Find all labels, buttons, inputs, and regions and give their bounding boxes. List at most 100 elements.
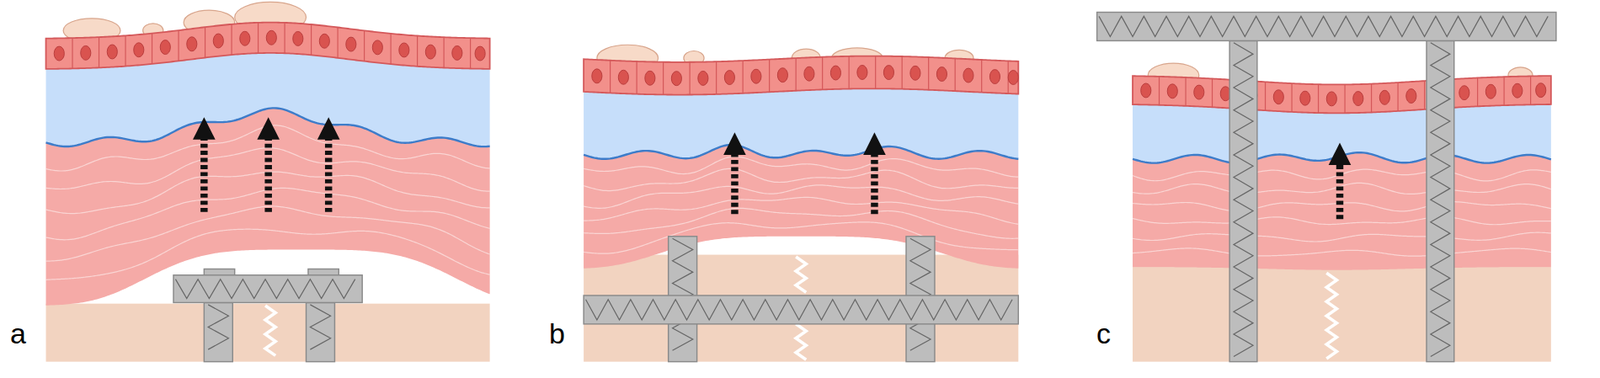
cell-border: [1290, 83, 1292, 112]
growth-arrow-shaft: [730, 153, 738, 215]
bone-layer: [1132, 266, 1552, 363]
cell-border: [1477, 77, 1478, 107]
cell-nucleus: [106, 44, 118, 59]
bone-layer: [46, 304, 491, 363]
cell-border: [1264, 81, 1266, 111]
cell-border: [1503, 76, 1504, 106]
cell-border: [257, 22, 259, 54]
cell-nucleus: [399, 42, 410, 58]
tissue-fiber: [46, 206, 491, 262]
basement-membrane: [583, 144, 1019, 160]
tissue-fiber: [1132, 232, 1552, 242]
cell-border: [1424, 80, 1425, 110]
epithelium-band: [46, 22, 491, 70]
cell-nucleus: [777, 68, 788, 83]
cell-border: [98, 37, 100, 68]
cell-border: [310, 24, 312, 55]
lamina-propria: [583, 87, 1019, 160]
cell-nucleus: [1194, 85, 1205, 100]
cell-border: [177, 30, 179, 61]
cell-nucleus: [989, 69, 1000, 85]
implant-part: [1426, 40, 1455, 362]
cell-border: [954, 58, 956, 91]
cell-nucleus: [1300, 90, 1311, 106]
cell-border: [928, 57, 929, 91]
bone-fracture: [795, 256, 806, 293]
panel-illustration: [46, 1, 491, 362]
tissue-fiber: [583, 185, 1019, 208]
implant-part: [1229, 40, 1258, 362]
cell-border: [609, 60, 611, 94]
tissue-fiber: [583, 208, 1019, 239]
cell-nucleus: [1326, 91, 1337, 107]
cell-nucleus: [186, 37, 198, 52]
cell-nucleus: [1273, 90, 1284, 105]
cell-nucleus: [671, 71, 682, 86]
basement-membrane: [46, 107, 491, 147]
cell-nucleus: [963, 68, 974, 83]
cell-border: [124, 35, 126, 66]
cell-border: [1397, 82, 1398, 112]
cell-nucleus: [645, 70, 656, 86]
implant-thread: [1430, 42, 1451, 358]
bone-fracture: [265, 305, 276, 356]
cell-nucleus: [1536, 83, 1547, 98]
cell-nucleus: [53, 46, 64, 61]
implant-part: [1097, 12, 1557, 42]
epithelium-band: [583, 56, 1019, 96]
growth-arrow-head: [192, 117, 216, 140]
cell-nucleus: [160, 40, 171, 55]
cell-nucleus: [1459, 85, 1470, 101]
cell-nucleus: [1406, 89, 1417, 104]
implant-thread: [175, 279, 355, 299]
bone-fracture: [795, 324, 806, 360]
cell-border: [204, 26, 206, 58]
tissue-fiber: [46, 171, 491, 214]
implant-part: [583, 295, 1019, 325]
connective-tissue: [1132, 152, 1552, 271]
implant-thread: [672, 238, 694, 351]
cell-nucleus: [857, 65, 868, 80]
implant-thread: [1233, 42, 1254, 358]
cell-nucleus: [266, 30, 277, 45]
tissue-fiber: [583, 197, 1019, 224]
cell-nucleus: [133, 42, 144, 58]
cell-nucleus: [1353, 91, 1364, 107]
tissue-fiber: [583, 156, 1019, 177]
epithelium-band: [1132, 75, 1552, 113]
implant-part: [203, 302, 233, 362]
growth-arrow-shaft: [325, 137, 332, 212]
cell-nucleus: [293, 31, 304, 46]
growth-arrow-head: [723, 132, 747, 155]
cell-nucleus: [618, 69, 629, 85]
connective-tissue: [583, 144, 1019, 269]
cell-nucleus: [1485, 84, 1496, 99]
cell-nucleus: [1379, 90, 1390, 105]
cell-nucleus: [1141, 83, 1152, 98]
cell-border: [768, 59, 770, 93]
implant-thread: [309, 304, 331, 350]
tissue-fiber: [46, 229, 491, 280]
cell-nucleus: [830, 65, 841, 80]
cell-nucleus: [592, 69, 603, 84]
cell-border: [1530, 75, 1531, 105]
panel-letter: b: [549, 318, 566, 350]
cell-nucleus: [936, 67, 947, 82]
cell-nucleus: [1167, 84, 1178, 99]
panel-letter: a: [10, 318, 27, 350]
cell-nucleus: [372, 40, 383, 55]
cell-border: [1211, 78, 1213, 107]
cell-border: [1158, 76, 1160, 106]
panel-illustration: [1097, 12, 1557, 363]
cell-border: [901, 56, 903, 90]
growth-arrow-head: [863, 132, 886, 155]
growth-arrow-head: [1328, 142, 1352, 166]
implant-thread: [586, 299, 1014, 320]
cell-border: [742, 60, 744, 94]
cell-border: [442, 37, 444, 68]
growth-arrow-shaft: [264, 137, 272, 212]
cell-border: [1184, 77, 1186, 107]
growth-arrow-shaft: [870, 153, 878, 215]
